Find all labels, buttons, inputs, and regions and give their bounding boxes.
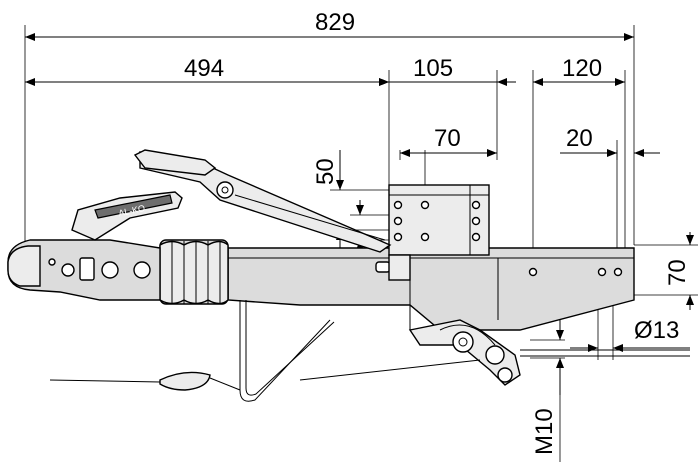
rubber-bellows [159, 239, 229, 305]
dimension-lines [24, 25, 698, 462]
coupling-head [7, 239, 161, 301]
dim-494: 494 [184, 55, 224, 82]
dim-50: 50 [312, 158, 339, 185]
dim-829: 829 [315, 9, 355, 36]
bolt-holes [393, 200, 481, 242]
coupling-assembly: AL-KO [7, 149, 690, 402]
dim-105: 105 [413, 55, 453, 82]
brake-linkage [408, 319, 690, 386]
support-strut [239, 300, 335, 402]
drawbar-body [227, 247, 635, 331]
dim-120: 120 [562, 55, 602, 82]
dim-diameter-13: Ø13 [634, 317, 679, 344]
handbrake-lever [133, 149, 392, 253]
breakaway-cable [49, 359, 481, 391]
dim-70-right: 70 [664, 259, 691, 286]
alko-handle: AL-KO [71, 191, 183, 241]
dim-20: 20 [566, 125, 593, 152]
dim-70-top: 70 [434, 125, 461, 152]
dim-m10: M10 [531, 408, 558, 455]
